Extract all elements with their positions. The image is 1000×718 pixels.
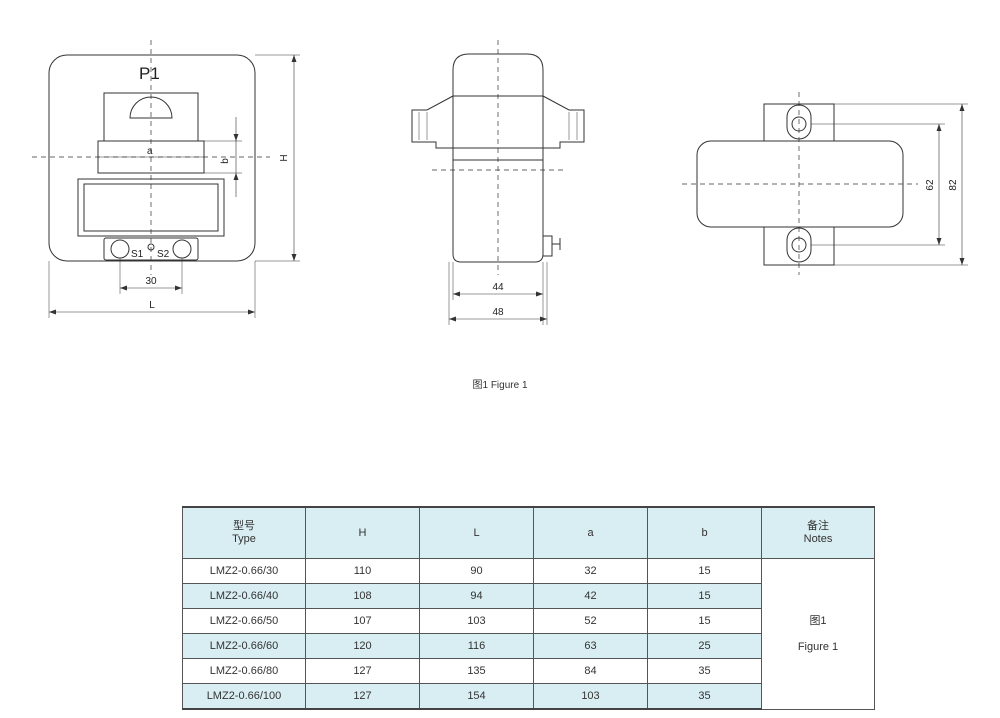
- label-s2: S2: [157, 249, 170, 260]
- label-p1: P1: [139, 64, 160, 83]
- cell-a: 52: [533, 608, 648, 634]
- dim-30-label: 30: [145, 276, 157, 287]
- table-row: LMZ2-0.66/40 108 94 42 15: [182, 583, 875, 609]
- cell-a: 32: [533, 558, 648, 584]
- table-row: LMZ2-0.66/80 127 135 84 35: [182, 658, 875, 684]
- cell-b: 15: [647, 608, 762, 634]
- technical-drawing: P1 a b H S1 S2 30 L 44 48 62 82: [32, 40, 968, 325]
- top-view: [682, 92, 968, 275]
- header-a: a: [533, 506, 648, 559]
- dimension-arrowheads: [49, 55, 965, 322]
- header-h: H: [305, 506, 420, 559]
- cell-type: LMZ2-0.66/40: [182, 583, 306, 609]
- dim-48-label: 48: [492, 307, 504, 318]
- cell-b: 35: [647, 683, 762, 710]
- clamp-bolt-head: [129, 96, 173, 119]
- terminal-s2: [172, 239, 192, 259]
- front-view: [32, 40, 300, 318]
- cell-l: 154: [419, 683, 534, 710]
- cell-a: 103: [533, 683, 648, 710]
- label-a: a: [147, 146, 153, 157]
- side-body: [452, 160, 544, 263]
- cell-type: LMZ2-0.66/100: [182, 683, 306, 710]
- cell-b: 35: [647, 658, 762, 684]
- figure-caption: 图1 Figure 1: [472, 380, 528, 391]
- dim-62-label: 62: [925, 179, 936, 191]
- table-row: LMZ2-0.66/60 120 116 63 25: [182, 633, 875, 659]
- label-s1: S1: [131, 249, 144, 260]
- front-outline: [48, 54, 256, 262]
- cell-h: 120: [305, 633, 420, 659]
- label-b: b: [220, 158, 231, 164]
- cell-a: 84: [533, 658, 648, 684]
- cell-a: 42: [533, 583, 648, 609]
- cell-h: 108: [305, 583, 420, 609]
- cell-l: 94: [419, 583, 534, 609]
- cell-type: LMZ2-0.66/60: [182, 633, 306, 659]
- cell-l: 103: [419, 608, 534, 634]
- side-view: [411, 40, 585, 325]
- cell-b: 15: [647, 558, 762, 584]
- cell-a: 63: [533, 633, 648, 659]
- cell-b: 25: [647, 633, 762, 659]
- header-b: b: [647, 506, 762, 559]
- dim-82-label: 82: [948, 179, 959, 191]
- table-row: LMZ2-0.66/100 127 154 103 35: [182, 683, 875, 710]
- side-right-wing: [542, 95, 585, 149]
- side-terminal: [542, 235, 553, 257]
- label-h: H: [279, 154, 290, 161]
- cell-type: LMZ2-0.66/50: [182, 608, 306, 634]
- cell-h: 127: [305, 658, 420, 684]
- cell-h: 107: [305, 608, 420, 634]
- cell-b: 15: [647, 583, 762, 609]
- cell-type: LMZ2-0.66/30: [182, 558, 306, 584]
- cell-l: 135: [419, 658, 534, 684]
- side-top-cap: [452, 53, 544, 97]
- cell-type: LMZ2-0.66/80: [182, 658, 306, 684]
- label-l: L: [149, 300, 155, 311]
- cell-l: 90: [419, 558, 534, 584]
- cell-h: 127: [305, 683, 420, 710]
- dim-44-label: 44: [492, 282, 504, 293]
- cell-h: 110: [305, 558, 420, 584]
- side-left-wing: [411, 95, 454, 149]
- header-l: L: [419, 506, 534, 559]
- cell-l: 116: [419, 633, 534, 659]
- terminal-s1: [110, 239, 130, 259]
